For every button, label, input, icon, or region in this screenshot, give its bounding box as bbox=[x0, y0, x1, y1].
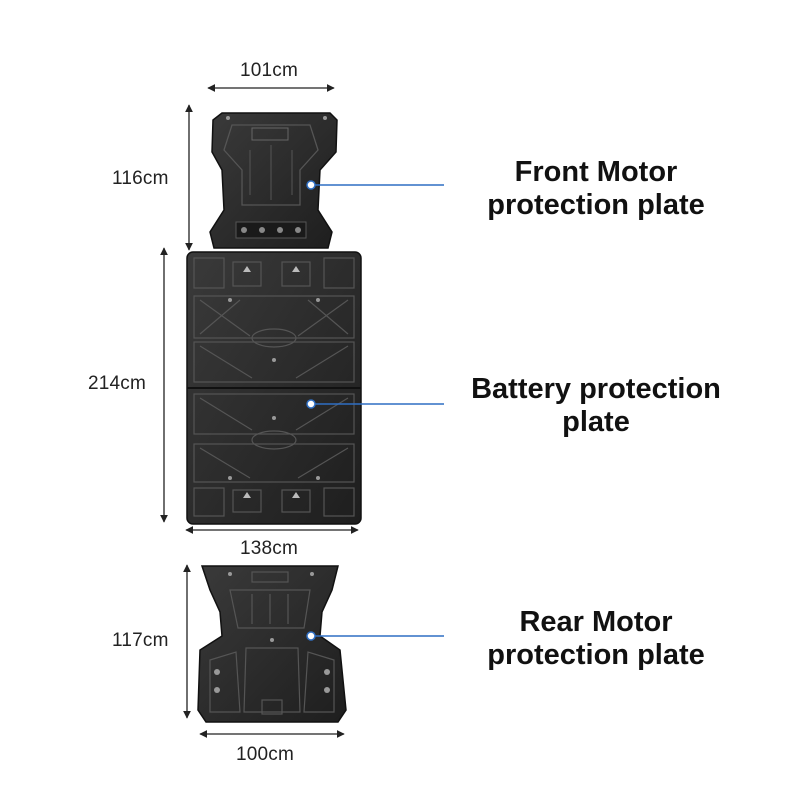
front-motor-label: Front Motor protection plate bbox=[456, 156, 736, 222]
rear-width-label: 100cm bbox=[236, 744, 295, 765]
dimension-lines bbox=[160, 84, 359, 738]
rear-motor-plate-image bbox=[197, 565, 347, 723]
battery-label-line1: Battery protection bbox=[471, 373, 721, 405]
battery-label-line2: plate bbox=[562, 406, 630, 438]
rear-callout-dot bbox=[306, 631, 316, 641]
front-motor-label-line1: Front Motor bbox=[514, 156, 678, 188]
rear-height-label: 117cm bbox=[112, 630, 169, 651]
front-motor-label-line2: protection plate bbox=[487, 189, 705, 221]
front-motor-plate-image bbox=[209, 112, 338, 249]
callouts bbox=[306, 180, 444, 641]
front-height-label: 116cm bbox=[112, 168, 169, 189]
rear-motor-label-line1: Rear Motor bbox=[519, 606, 673, 638]
front-width-label: 101cm bbox=[240, 60, 299, 81]
front-callout-dot bbox=[306, 180, 316, 190]
battery-height-label: 214cm bbox=[88, 373, 147, 394]
rear-motor-label-line2: protection plate bbox=[487, 639, 705, 671]
rear-motor-label: Rear Motor protection plate bbox=[456, 606, 736, 672]
battery-callout-dot bbox=[306, 399, 316, 409]
battery-label: Battery protection plate bbox=[456, 373, 736, 439]
battery-width-label: 138cm bbox=[240, 538, 299, 559]
battery-plate-image bbox=[186, 251, 362, 525]
